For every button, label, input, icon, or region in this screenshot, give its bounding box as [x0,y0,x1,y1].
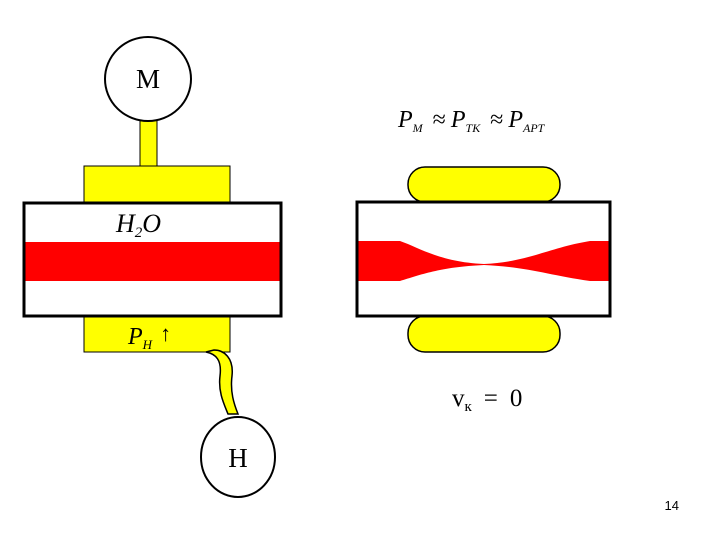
right-bottom-cuff [407,315,561,353]
velocity-sub: к [465,399,473,415]
water-label-sub: 2 [135,225,143,241]
left-bottom-pressure-block [83,315,231,353]
pressure-label-sub: Н [142,337,153,352]
page-number: 14 [665,498,679,513]
water-label-o: O [142,209,161,238]
gauge-bottom-dial [200,416,276,498]
gauge-top-stem [139,119,158,168]
velocity-eq: = [484,385,498,412]
left-top-pressure-block [83,165,231,204]
left-artery-band [25,242,280,281]
gauge-bottom-tube [205,349,240,415]
velocity-v: v [452,385,465,412]
velocity-zero: 0 [510,385,523,412]
pressure-label-p: P [127,324,143,350]
formula-op2: ≈ [490,107,503,133]
formula-p3: P [507,107,523,133]
formula-s1: М [412,121,424,135]
left-water-label: H2O [115,209,161,241]
right-top-cuff [407,166,561,203]
velocity-formula: vк = 0 [452,385,522,415]
right-apparatus: PМ≈PТК≈PАРТ vк=0 [355,107,612,415]
gauge-top-dial [104,36,192,122]
right-compressed-artery [358,241,609,281]
formula-p2: P [450,107,466,133]
water-label-h: H [115,209,136,238]
pressure-formula: PМ≈PТК≈PАРТ [397,107,546,135]
gauge-bottom-label: Н [228,443,248,473]
formula-s2: ТК [466,121,482,135]
gauge-top-label: М [136,64,160,94]
formula-p1: P [397,107,413,133]
left-pressure-label: PН ↑ [127,321,171,352]
formula-s3: АРТ [522,121,546,135]
formula-op1: ≈ [433,107,446,133]
left-apparatus: М H2O PН↑ Н [22,36,283,498]
pressure-label-arrow: ↑ [160,321,171,346]
